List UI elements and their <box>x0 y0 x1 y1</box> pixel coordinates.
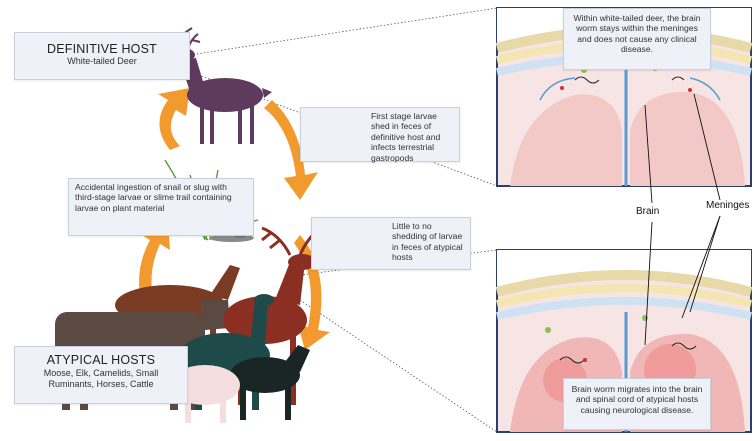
arrow-left-top <box>158 88 190 150</box>
deer-silhouette <box>168 48 272 144</box>
atypical-hosts-title: ATYPICAL HOSTS <box>46 353 156 367</box>
definitive-host-subtitle: White-tailed Deer <box>67 56 137 66</box>
meninges-label: Meninges <box>706 200 750 211</box>
arrow-right-lower <box>294 235 330 350</box>
atypical-brain-note: Brain worm migrates into the brain and s… <box>563 378 711 430</box>
larvae-shed-note: First stage larvae shed in feces of defi… <box>300 107 460 163</box>
label-pointers <box>644 93 721 346</box>
atypical-hosts-group <box>55 220 331 423</box>
brain-label: Brain <box>636 206 660 217</box>
accidental-ingestion-note: Accidental ingestion of snail or slug wi… <box>68 178 254 236</box>
definitive-host-box: DEFINITIVE HOST White-tailed Deer <box>14 32 190 80</box>
goat-silhouette <box>230 345 310 420</box>
atypical-hosts-subtitle: Moose, Elk, Camelids, Small Ruminants, H… <box>43 368 159 389</box>
deer-brain-note: Within white-tailed deer, the brain worm… <box>563 8 711 70</box>
arrow-right-down <box>264 100 318 200</box>
definitive-host-title: DEFINITIVE HOST <box>47 42 157 56</box>
little-shedding-note: Little to no shedding of larvae in feces… <box>311 217 471 270</box>
atypical-hosts-box: ATYPICAL HOSTS Moose, Elk, Camelids, Sma… <box>14 346 188 404</box>
